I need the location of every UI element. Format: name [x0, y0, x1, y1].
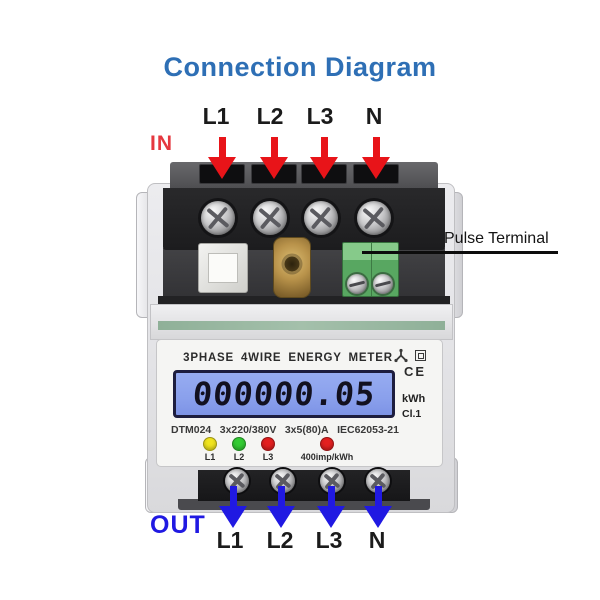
- pulse-terminal-screw-icon: [347, 274, 367, 294]
- led-l2-icon: [232, 437, 246, 451]
- ce-mark: CE: [404, 364, 427, 379]
- meter-face: 3PHASE 4WIRE ENERGY METER CE 000000.05 k…: [156, 339, 443, 467]
- arrow-head: [317, 506, 345, 528]
- led-l3-icon: [261, 437, 275, 451]
- led-label-l1: L1: [204, 452, 216, 462]
- arrow-shaft: [277, 486, 285, 506]
- led-label-l2: L2: [233, 452, 245, 462]
- arrow-head: [362, 157, 390, 179]
- terminal-screw-icon: [304, 201, 338, 235]
- top-terminal-label-l2: L2: [256, 103, 284, 129]
- arrow-shaft: [229, 486, 237, 506]
- connector-block: [198, 243, 248, 293]
- bottom-terminal-label-l1: L1: [216, 527, 244, 553]
- top-terminal-label-n: N: [365, 103, 383, 129]
- arrow-shaft: [374, 486, 382, 506]
- case-divider: [158, 296, 450, 304]
- input-arrow-n: [362, 137, 390, 179]
- standard-rating: IEC62053-21: [337, 424, 399, 436]
- output-arrow-n: [364, 486, 392, 528]
- bottom-terminal-label-n: N: [368, 527, 386, 553]
- output-arrow-l1: [219, 486, 247, 528]
- arrow-shaft: [218, 137, 226, 157]
- brass-seal-screw: [273, 237, 311, 298]
- pulse-terminal-label: Pulse Terminal: [444, 230, 549, 247]
- arrow-head: [310, 157, 338, 179]
- output-arrow-l2: [267, 486, 295, 528]
- in-label: IN: [150, 132, 173, 155]
- current-rating: 3x5(80)A: [284, 424, 329, 436]
- page-title: Connection Diagram: [163, 52, 437, 82]
- arrow-shaft: [270, 137, 278, 157]
- model-number: DTM024: [171, 424, 212, 436]
- top-terminal-label-l1: L1: [202, 103, 230, 129]
- arrow-head: [267, 506, 295, 528]
- terminal-screw-icon: [201, 201, 235, 235]
- terminal-screw-icon: [225, 469, 249, 493]
- terminal-screw-icon: [253, 201, 287, 235]
- voltage-rating: 3x220/380V: [219, 424, 277, 436]
- bottom-terminal-label-l3: L3: [315, 527, 343, 553]
- ratings-line: DTM024 3x220/380V 3x5(80)A IEC62053-21: [171, 424, 399, 436]
- top-terminal-label-l3: L3: [306, 103, 334, 129]
- bottom-terminal-label-l2: L2: [266, 527, 294, 553]
- led-label-pulse: 400imp/kWh: [300, 452, 354, 462]
- input-arrow-l3: [310, 137, 338, 179]
- output-terminal-rail: [178, 499, 430, 510]
- terminal-screw-icon: [357, 201, 391, 235]
- arrow-head: [219, 506, 247, 528]
- pulse-terminal-pointer-line: [362, 251, 558, 254]
- accuracy-class-label: Cl.1: [402, 408, 422, 420]
- led-pulse-icon: [320, 437, 334, 451]
- input-arrow-l1: [208, 137, 236, 179]
- arrow-shaft: [327, 486, 335, 506]
- arrow-head: [208, 157, 236, 179]
- led-label-l3: L3: [262, 452, 274, 462]
- lcd-reading: 000000.05: [191, 375, 377, 413]
- pcb-strip: [158, 321, 445, 330]
- pulse-terminal-screw-icon: [373, 274, 393, 294]
- led-l1-icon: [203, 437, 217, 451]
- double-insulation-icon: [415, 350, 426, 361]
- arrow-shaft: [320, 137, 328, 157]
- lcd-display: 000000.05: [173, 370, 395, 418]
- meter-name: 3PHASE 4WIRE ENERGY METER: [183, 352, 393, 364]
- three-phase-wye-icon: [394, 348, 408, 363]
- output-arrow-l3: [317, 486, 345, 528]
- arrow-head: [260, 157, 288, 179]
- arrow-head: [364, 506, 392, 528]
- out-label: OUT: [150, 511, 206, 539]
- unit-label: kWh: [402, 393, 426, 405]
- input-arrow-l2: [260, 137, 288, 179]
- arrow-shaft: [372, 137, 380, 157]
